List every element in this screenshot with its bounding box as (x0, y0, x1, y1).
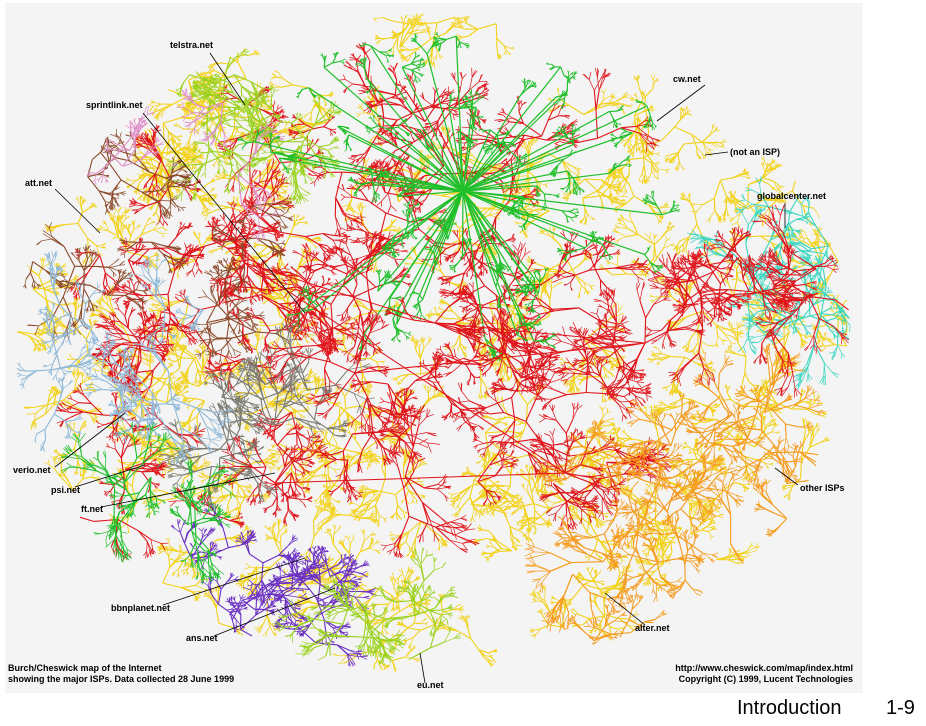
label-sprintlink: sprintlink.net (86, 100, 143, 111)
label-cw: cw.net (673, 74, 701, 85)
label-globalcenter: globalcenter.net (757, 191, 826, 202)
caption-left-line1: Burch/Cheswick map of the Internet (8, 663, 234, 674)
leader-line-10 (162, 557, 306, 606)
leader-line-6 (54, 412, 126, 468)
label-telstra: telstra.net (170, 40, 213, 51)
caption-right-line2: Copyright (C) 1999, Lucent Technologies (675, 674, 853, 685)
leader-line-0 (209, 52, 246, 106)
leader-line-9 (774, 467, 799, 486)
label-bbnplanet: bbnplanet.net (111, 603, 170, 614)
label-att: att.net (25, 178, 52, 189)
caption-right: http://www.cheswick.com/map/index.html C… (675, 663, 853, 685)
leader-line-1 (656, 84, 706, 122)
leader-line-4 (54, 188, 101, 234)
isp-network-graph (16, 12, 851, 684)
label-ans: ans.net (186, 633, 218, 644)
label-eu: eu.net (417, 680, 444, 691)
label-ft: ft.net (81, 504, 103, 515)
label-verio: verio.net (13, 465, 51, 476)
label-not-an-isp: (not an ISP) (730, 147, 780, 158)
leader-line-11 (213, 587, 336, 637)
caption-right-line1: http://www.cheswick.com/map/index.html (675, 663, 853, 674)
caption-left-line2: showing the major ISPs. Data collected 2… (8, 674, 234, 685)
leader-line-13 (419, 652, 426, 684)
leader-line-2 (142, 112, 306, 314)
slide-number: 1-9 (886, 697, 915, 720)
slide-title: Introduction (737, 697, 842, 720)
leader-line-7 (74, 464, 146, 488)
leader-line-12 (604, 592, 646, 626)
label-psi: psi.net (51, 485, 80, 496)
internet-map: telstra.net cw.net sprintlink.net (not a… (5, 3, 863, 693)
caption-left: Burch/Cheswick map of the Internet showi… (8, 663, 234, 685)
label-other-isps: other ISPs (800, 483, 845, 494)
label-alter: alter.net (635, 623, 670, 634)
leader-line-8 (100, 472, 276, 508)
leader-line-3 (704, 151, 729, 156)
